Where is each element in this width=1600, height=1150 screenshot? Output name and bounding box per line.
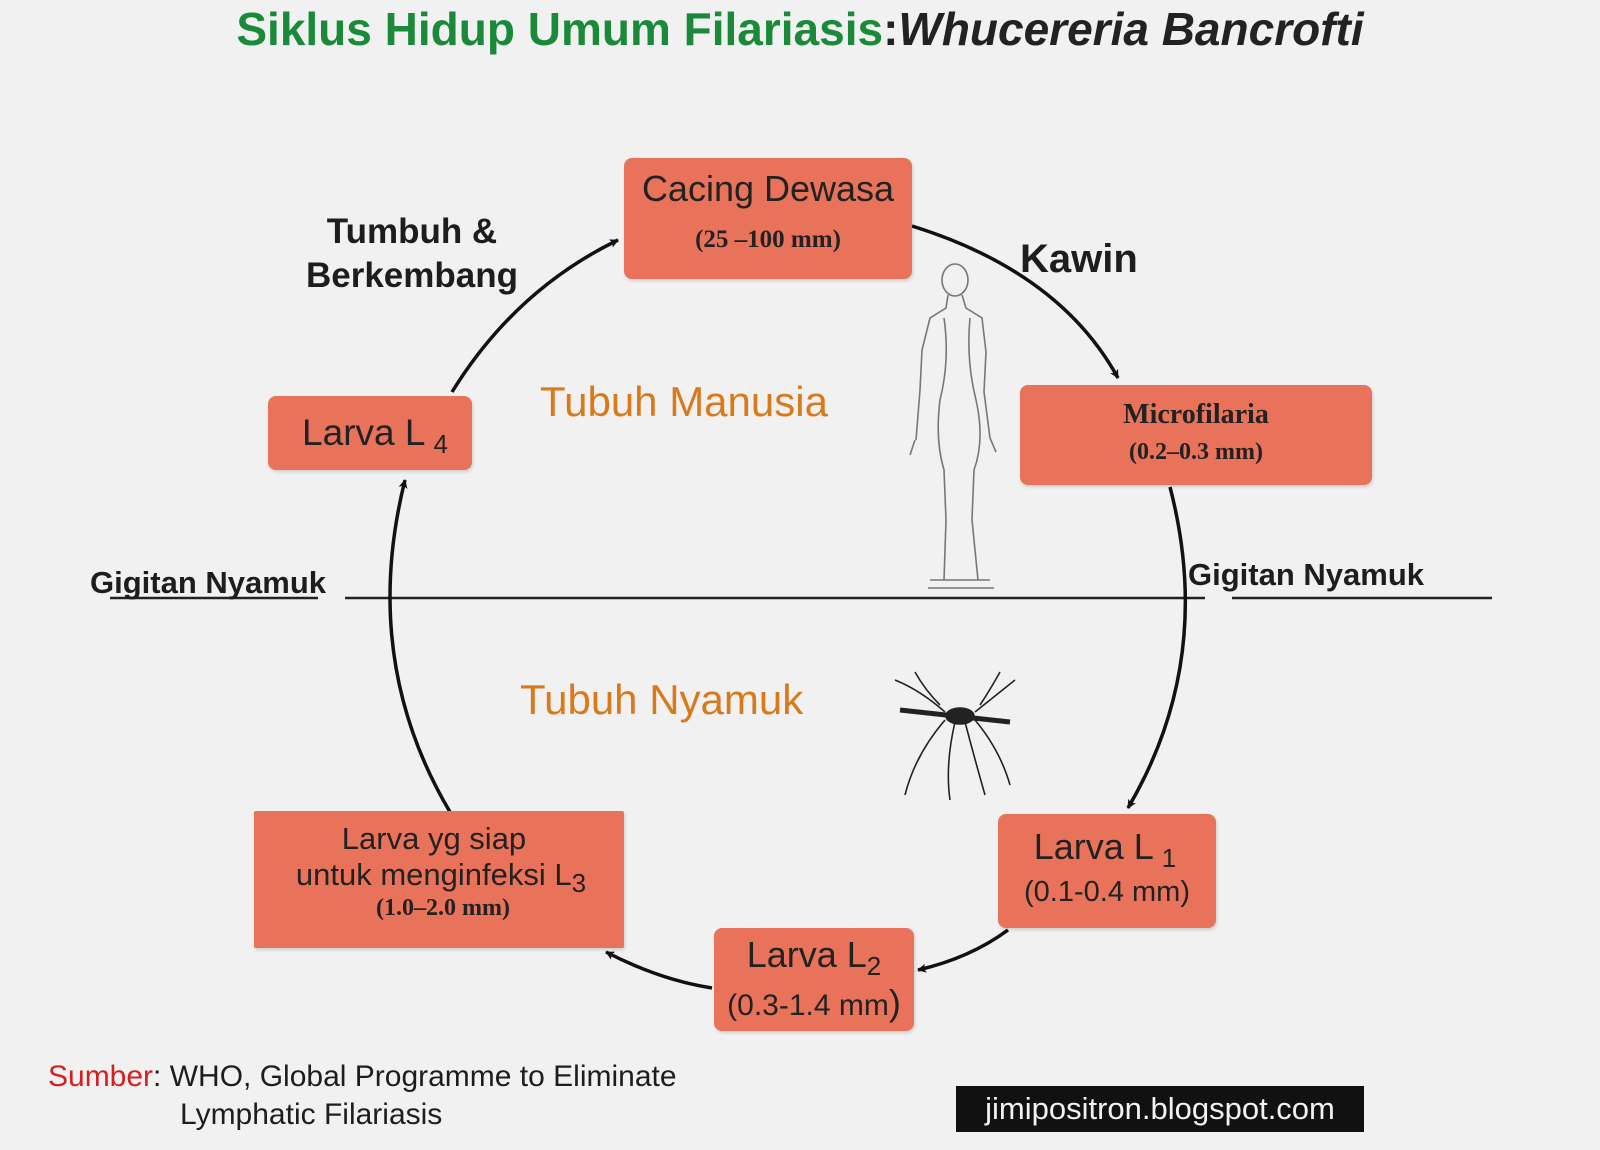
source-line1-row: Sumber: WHO, Global Programme to Elimina… (48, 1058, 677, 1096)
arrow-l1-to-l2 (917, 928, 1010, 973)
stage-l2-size: (0.3-1.4 mm (727, 989, 889, 1023)
arrow-l4-to-adult (450, 238, 619, 393)
source-line1: WHO, Global Programme to Eliminate (161, 1060, 677, 1093)
stage-adult-name: Cacing Dewasa (641, 168, 895, 209)
source-line2: Lymphatic Filariasis (180, 1098, 443, 1131)
stage-l3-line2-row: untuk menginfeksi L3 (258, 857, 624, 899)
stage-l3-line1: Larva yg siap (341, 821, 527, 856)
stage-adult-worm: Cacing Dewasa (25 –100 mm) (624, 158, 912, 279)
title-species: Whucereria Bancrofti (898, 3, 1364, 55)
stage-l4-sub: 4 (433, 429, 448, 460)
stage-adult-size: (25 –100 mm) (695, 226, 841, 253)
source-sep: : (153, 1060, 162, 1093)
stage-larva-l3: Larva yg siap untuk menginfeksi L3 (1.0–… (254, 811, 624, 948)
stage-l2-sub: 2 (866, 951, 882, 982)
human-figure-icon (909, 263, 997, 589)
diagram-title: Siklus Hidup Umum Filariasis:Whucereria … (0, 2, 1600, 56)
label-grow-line2: Berkembang (305, 256, 519, 295)
source-key: Sumber (48, 1060, 154, 1093)
title-main: Siklus Hidup Umum Filariasis (236, 3, 884, 55)
source-citation: Sumber: WHO, Global Programme to Elimina… (48, 1058, 677, 1134)
stage-l2-name: Larva L (746, 934, 867, 975)
stage-l1-name: Larva L (1033, 826, 1154, 867)
stage-l3-line2: untuk menginfeksi L (295, 857, 572, 892)
arrow-l3-to-l4 (388, 479, 452, 813)
arrow-l2-to-l3 (605, 950, 713, 990)
label-bite-left: Gigitan Nyamuk (90, 565, 326, 600)
stage-l3-sub: 3 (571, 868, 587, 899)
mosquito-icon (894, 671, 1016, 801)
stage-microfilaria: Microfilaria (0.2–0.3 mm) (1020, 385, 1372, 485)
region-mosquito-body: Tubuh Nyamuk (520, 676, 804, 723)
label-bite-right: Gigitan Nyamuk (1188, 557, 1424, 592)
stage-l1-size: (0.1-0.4 mm) (1024, 876, 1190, 909)
label-grow-develop: Tumbuh & Berkembang (292, 210, 532, 298)
stage-l4-name: Larva L (302, 412, 426, 453)
label-grow-line1: Tumbuh & (326, 212, 498, 251)
label-mate: Kawin (1020, 237, 1138, 281)
title-separator: : (883, 3, 899, 55)
stage-l1-sub: 1 (1161, 843, 1177, 874)
arrow-microfilaria-to-l1 (1126, 486, 1188, 809)
stage-l2-size-row: (0.3-1.4 mm) (714, 982, 914, 1024)
watermark-blog: jimipositron.blogspot.com (956, 1086, 1364, 1132)
stage-larva-l2: Larva L2 (0.3-1.4 mm) (714, 928, 914, 1031)
stage-l3-size: (1.0–2.0 mm) (376, 895, 510, 922)
stage-microfilaria-size: (0.2–0.3 mm) (1129, 439, 1263, 465)
arrow-adult-to-microfilaria (911, 224, 1120, 379)
stage-l2-close-paren: ) (888, 982, 901, 1024)
region-human-body: Tubuh Manusia (540, 378, 828, 425)
stage-l2-name-row: Larva L2 (714, 934, 914, 982)
stage-microfilaria-name: Microfilaria (1123, 399, 1269, 430)
